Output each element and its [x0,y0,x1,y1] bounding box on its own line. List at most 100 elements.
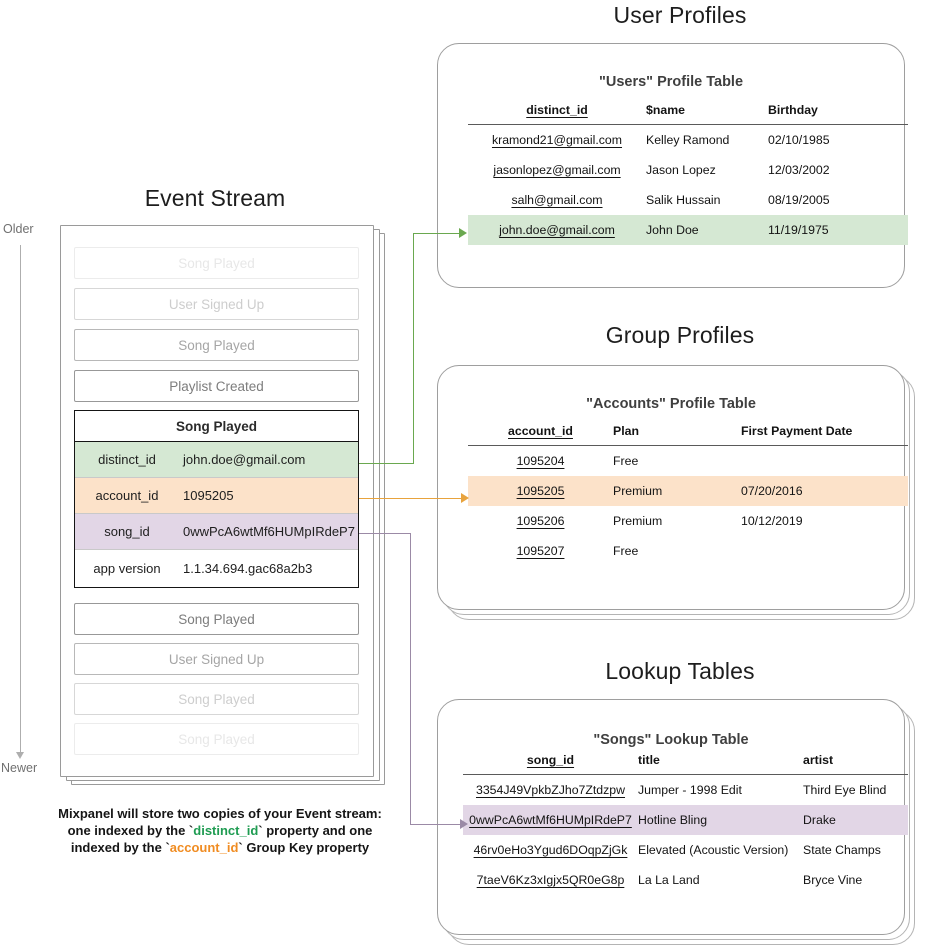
table-row[interactable]: 46rv0eHo3Ygud6DOqpZjGk Elevated (Acousti… [463,835,908,865]
cell-plan: Premium [613,513,663,528]
connector-distinct-id-segment-3 [413,233,461,234]
cell-first-payment-date: 10/12/2019 [741,513,803,528]
connector-song-id-arrowhead [460,819,468,829]
event-property-row-distinct-id[interactable]: distinct_id john.doe@gmail.com [75,442,358,478]
caption-token-account-id: account_id [169,840,239,855]
connector-song-id-segment-3 [410,824,462,825]
column-header-artist: artist [803,753,834,767]
title-user-profiles: User Profiles [613,2,747,28]
selected-event-name: Song Played [75,411,358,442]
table-row-highlighted[interactable]: 0wwPcA6wtMf6HUMpIRdeP7 Hotline Bling Dra… [463,804,908,835]
cell-distinct-id: jasonlopez@gmail.com [493,162,621,177]
users-profile-panel [437,43,905,288]
accounts-table-title: "Accounts" Profile Table [586,396,756,412]
event-card[interactable]: Song Played [74,683,359,715]
cell-birthday: 11/19/1975 [768,214,908,245]
table-header-row: account_id Plan First Payment Date [468,424,908,445]
event-card[interactable]: Song Played [74,247,359,279]
connector-account-id-arrowhead [461,493,469,503]
event-card[interactable]: Song Played [74,723,359,755]
event-property-row-app-version[interactable]: app version 1.1.34.694.gac68a2b3 [75,550,358,586]
event-property-key: distinct_id [98,452,156,467]
table-header-row: distinct_id $name Birthday [468,103,908,124]
event-card[interactable]: Playlist Created [74,370,359,402]
table-row[interactable]: 7taeV6Kz3xIgjx5QR0eG8p La La Land Bryce … [463,865,908,895]
title-event-stream: Event Stream [144,185,286,211]
table-row[interactable]: kramond21@gmail.com Kelley Ramond 02/10/… [468,125,908,155]
cell-plan: Free [613,453,639,468]
cell-account-id: 1095206 [516,513,565,528]
column-header-plan: Plan [613,424,639,438]
cell-distinct-id: salh@gmail.com [511,192,603,207]
cell-title: La La Land [638,872,700,887]
cell-song-id: 3354J49VpkbZJho7Ztdzpw [475,782,626,797]
songs-table-title: "Songs" Lookup Table [593,732,749,748]
connector-song-id-segment-1 [359,533,411,534]
title-group-profiles: Group Profiles [605,322,755,348]
caption-line-3-prefix: indexed by the ` [70,840,170,855]
event-property-value: 0wwPcA6wtMf6HUMpIRdeP7 [183,524,355,539]
header-rule [468,124,908,125]
cell-name: Salik Hussain [646,192,721,207]
cell-distinct-id: kramond21@gmail.com [491,132,623,147]
event-property-key: app version [93,560,161,576]
table-row[interactable]: 1095206 Premium 10/12/2019 [468,506,908,536]
time-axis-arrow-icon [16,752,24,759]
cell-account-id: 1095205 [468,475,613,506]
event-property-row-song-id[interactable]: song_id 0wwPcA6wtMf6HUMpIRdeP7 [75,514,358,550]
event-card[interactable]: User Signed Up [74,288,359,320]
users-table-title: "Users" Profile Table [598,74,744,90]
column-header-name: $name [646,103,685,117]
cell-birthday: 02/10/1985 [768,132,830,147]
title-lookup-tables: Lookup Tables [605,658,755,684]
table-row-highlighted[interactable]: john.doe@gmail.com John Doe 11/19/1975 [468,214,908,245]
cell-first-payment-date: 07/20/2016 [741,475,908,506]
cell-name: Kelley Ramond [646,132,730,147]
event-property-key: account_id [95,488,159,503]
header-rule [463,774,908,775]
cell-first-payment-date [741,536,908,566]
cell-artist: Bryce Vine [803,872,863,887]
header-rule [468,445,908,446]
event-property-value: 1.1.34.694.gac68a2b3 [183,560,313,576]
event-card[interactable]: Song Played [74,603,359,635]
table-row[interactable]: 1095204 Free [468,446,908,476]
caption-line-2-suffix: ` property and one [258,823,373,838]
table-row-highlighted[interactable]: 1095205 Premium 07/20/2016 [468,475,908,506]
column-header-first-payment-date: First Payment Date [741,424,853,438]
cell-title: Hotline Bling [638,804,803,835]
cell-plan: Free [613,543,639,558]
event-card[interactable]: Song Played [74,329,359,361]
connector-distinct-id-segment-1 [359,463,414,464]
column-header-title: title [638,753,660,767]
event-property-value: john.doe@gmail.com [183,452,306,467]
connector-account-id-segment-1 [359,498,463,499]
caption-token-distinct-id: distinct_id [193,823,259,838]
event-card[interactable]: User Signed Up [74,643,359,675]
cell-song-id: 0wwPcA6wtMf6HUMpIRdeP7 [463,804,638,835]
selected-event-card[interactable]: Song Played distinct_id john.doe@gmail.c… [74,410,359,588]
cell-plan: Premium [613,475,741,506]
cell-birthday: 08/19/2005 [768,192,830,207]
cell-artist: Drake [803,804,908,835]
cell-first-payment-date [741,446,908,476]
cell-distinct-id: john.doe@gmail.com [468,214,646,245]
caption-line-3-suffix: ` Group Key property [238,840,370,855]
cell-song-id: 46rv0eHo3Ygud6DOqpZjGk [473,842,628,857]
cell-artist: State Champs [803,842,881,857]
caption-line-1: Mixpanel will store two copies of your E… [58,806,382,821]
event-property-row-account-id[interactable]: account_id 1095205 [75,478,358,514]
table-header-row: song_id title artist [463,753,908,774]
cell-birthday: 12/03/2002 [768,162,830,177]
axis-label-newer: Newer [1,761,38,775]
connector-distinct-id-segment-2 [413,233,414,464]
caption-line-2-prefix: one indexed by the ` [67,823,194,838]
table-row[interactable]: jasonlopez@gmail.com Jason Lopez 12/03/2… [468,155,908,185]
users-table: distinct_id $name Birthday kramond21@gma… [468,103,908,245]
cell-artist: Third Eye Blind [803,782,887,797]
table-row[interactable]: salh@gmail.com Salik Hussain 08/19/2005 [468,185,908,215]
table-row[interactable]: 1095207 Free [468,536,908,566]
table-row[interactable]: 3354J49VpkbZJho7Ztdzpw Jumper - 1998 Edi… [463,775,908,805]
connector-distinct-id-arrowhead [459,228,467,238]
songs-table: song_id title artist 3354J49VpkbZJho7Ztd… [463,753,908,895]
